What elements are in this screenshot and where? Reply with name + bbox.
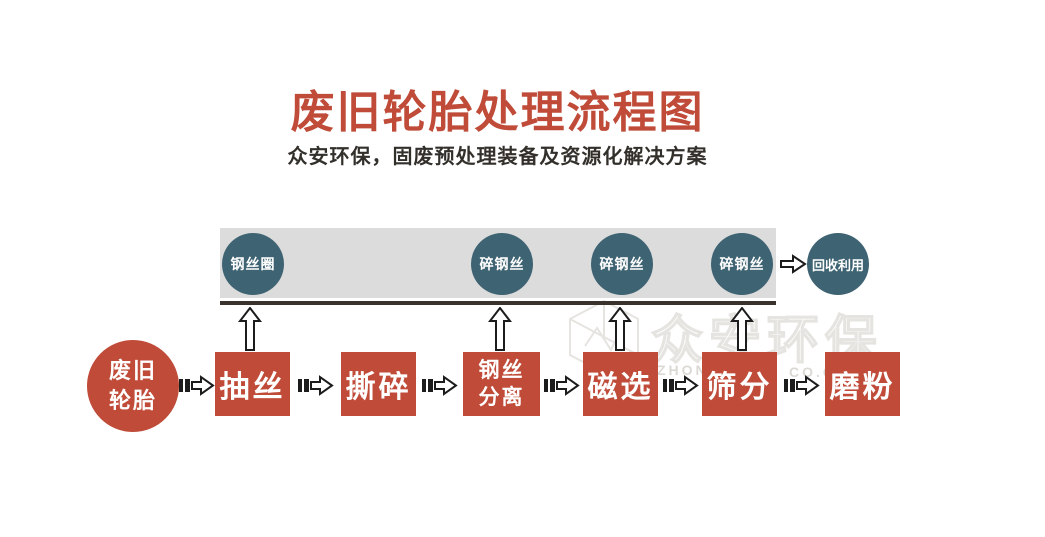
flow-arrow-icon bbox=[298, 375, 334, 396]
recycle-arrow-icon bbox=[780, 254, 807, 274]
up-arrow-icon bbox=[488, 307, 512, 351]
up-arrow-icon bbox=[730, 307, 754, 351]
page-subtitle: 众安环保，固废预处理装备及资源化解决方案 bbox=[287, 146, 708, 168]
flow-arrow-icon bbox=[663, 375, 699, 396]
watermark-latin-right: CO.C bbox=[789, 364, 836, 380]
page-title: 废旧轮胎处理流程图 bbox=[290, 88, 705, 137]
watermark-latin-left: ZHON bbox=[657, 362, 709, 378]
output-circle-crushed-wire-3: 碎钢丝 bbox=[711, 233, 773, 295]
flow-arrow-icon bbox=[544, 375, 580, 396]
step-box-grinding: 磨粉 bbox=[825, 352, 900, 416]
output-circle-steel-ring: 钢丝圈 bbox=[222, 233, 284, 295]
recycle-circle: 回收利用 bbox=[807, 233, 869, 295]
step-box-magnetic-separation: 磁选 bbox=[583, 352, 658, 416]
source-label-line1: 废旧 bbox=[108, 358, 157, 383]
step-box-wire-drawing: 抽丝 bbox=[215, 352, 290, 416]
step-box-shredding: 撕碎 bbox=[341, 352, 416, 416]
step-label-line1: 钢丝 bbox=[478, 359, 525, 382]
flow-arrow-icon bbox=[179, 375, 215, 396]
up-arrow-icon bbox=[608, 307, 632, 351]
flow-arrow-icon bbox=[784, 375, 820, 396]
step-label-line2: 分离 bbox=[478, 386, 525, 409]
step-box-screening: 筛分 bbox=[702, 352, 777, 416]
source-circle-waste-tire: 废旧 轮胎 bbox=[87, 340, 179, 432]
output-circle-crushed-wire-1: 碎钢丝 bbox=[471, 233, 533, 295]
up-arrow-icon bbox=[238, 307, 262, 351]
flow-arrow-icon bbox=[422, 375, 458, 396]
step-box-wire-separation: 钢丝 分离 bbox=[463, 352, 540, 416]
track-line bbox=[220, 301, 776, 305]
output-circle-crushed-wire-2: 碎钢丝 bbox=[591, 233, 653, 295]
source-label-line2: 轮胎 bbox=[108, 388, 157, 413]
